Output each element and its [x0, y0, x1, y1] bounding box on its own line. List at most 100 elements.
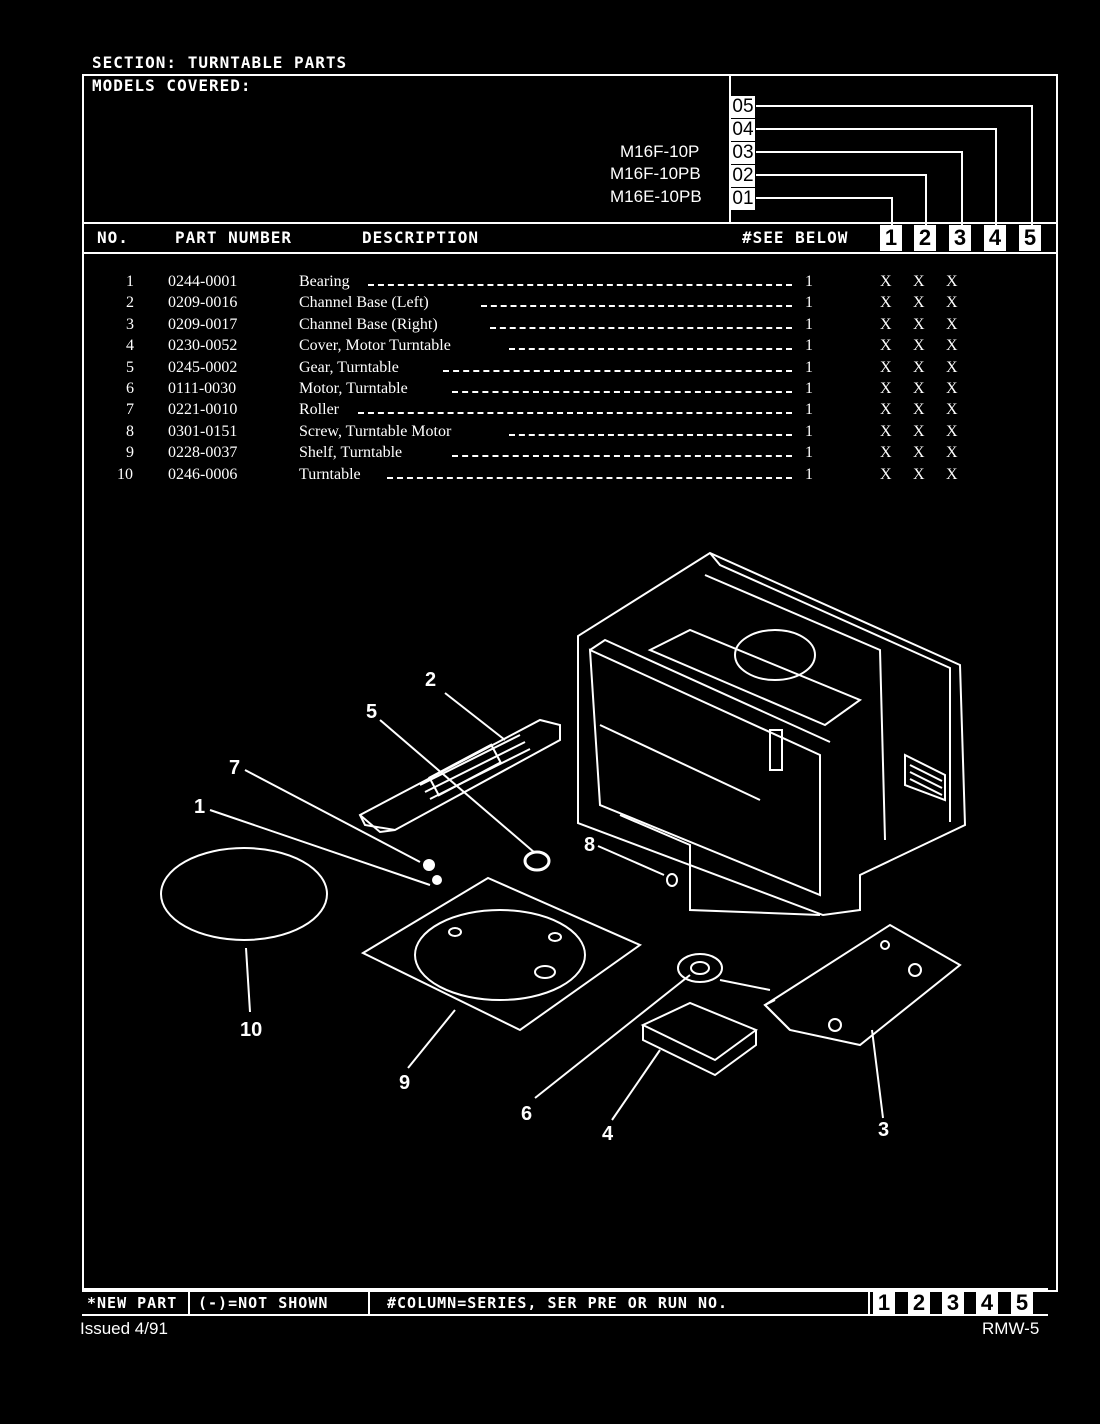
dot-leader [386, 476, 792, 479]
series-mark: X [946, 444, 958, 462]
series-mark: X [913, 444, 925, 462]
series-code: 02 [731, 165, 755, 187]
part-qty: 1 [805, 294, 813, 312]
footer-column-box: 3 [942, 1290, 964, 1316]
part-qty: 1 [805, 444, 813, 462]
footer-top-rule [82, 1288, 1048, 1290]
series-mark: X [946, 273, 958, 290]
turntable-shelf [360, 876, 643, 1032]
column-box: 3 [949, 225, 971, 251]
series-divider [729, 76, 731, 224]
part-qty: 1 [805, 358, 813, 376]
dot-leader [452, 455, 792, 458]
series-mark: X [913, 422, 925, 440]
models-covered-label: MODELS COVERED: [92, 76, 252, 95]
col-header-description: DESCRIPTION [362, 228, 479, 247]
dot-leader [508, 433, 792, 436]
series-mark: X [946, 294, 958, 312]
gear-and-roller [423, 850, 678, 887]
series-mark: X [946, 337, 958, 355]
part-number: 0230-0052 [168, 337, 238, 355]
part-no: 1 [126, 273, 134, 290]
dot-leader [358, 412, 792, 415]
header-top-rule [82, 222, 1056, 224]
footer-not-shown: (-)=NOT SHOWN [198, 1294, 329, 1312]
column-box: 5 [1019, 225, 1041, 251]
series-mark: X [880, 380, 892, 397]
part-number: 0111-0030 [168, 380, 237, 397]
part-no: 10 [117, 465, 133, 483]
part-qty: 1 [805, 315, 813, 333]
part-qty: 1 [805, 465, 813, 483]
turntable-motor [677, 953, 771, 991]
exploded-diagram: 2 5 7 1 8 10 9 6 4 3 [160, 551, 967, 1145]
series-code: 05 [731, 96, 755, 118]
part-no: 4 [126, 337, 134, 355]
footer-new-part: *NEW PART [87, 1294, 178, 1312]
footer-column-box: 2 [908, 1290, 930, 1316]
dot-leader [480, 305, 792, 308]
footer-column-box: 4 [976, 1290, 998, 1316]
column-box: 2 [914, 225, 936, 251]
series-mark: X [880, 401, 892, 419]
series-mark: X [880, 422, 892, 440]
part-description: Bearing [299, 273, 350, 290]
series-mark: X [946, 358, 958, 376]
part-number: 0301-0151 [168, 422, 238, 440]
part-description: Motor, Turntable [299, 380, 408, 397]
series-mark: X [880, 465, 892, 483]
part-number: 0209-0016 [168, 294, 238, 312]
footer-bottom-rule [82, 1314, 1048, 1316]
part-no: 5 [126, 358, 134, 376]
model-name: M16E-10PB [610, 187, 702, 206]
part-qty: 1 [805, 273, 813, 290]
part-qty: 1 [805, 380, 813, 397]
series-mark: X [880, 315, 892, 333]
part-qty: 1 [805, 337, 813, 355]
series-mark: X [946, 380, 958, 397]
channel-base-right [763, 923, 962, 1047]
motor-cover [640, 1001, 759, 1077]
part-no: 7 [126, 401, 134, 419]
part-description: Screw, Turntable Motor [299, 422, 452, 440]
part-no: 9 [126, 444, 134, 462]
part-number: 0245-0002 [168, 358, 238, 376]
part-no: 6 [126, 380, 134, 397]
footer-column-note: #COLUMN=SERIES, SER PRE OR RUN NO. [387, 1294, 729, 1312]
footer-divider [868, 1288, 870, 1316]
dot-leader [452, 391, 792, 393]
part-number: 0228-0037 [168, 444, 238, 462]
part-qty: 1 [805, 422, 813, 440]
callout-label: 5 [366, 701, 377, 723]
series-mark: X [880, 294, 892, 312]
part-number: 0244-0001 [168, 273, 238, 290]
series-code: 03 [731, 142, 755, 164]
series-mark: X [913, 401, 925, 419]
series-mark: X [946, 401, 958, 419]
part-description: Channel Base (Left) [299, 294, 429, 312]
part-no: 2 [126, 294, 134, 312]
part-qty: 1 [805, 401, 813, 419]
turntable-ring [160, 847, 328, 941]
column-box: 1 [880, 225, 902, 251]
dot-leader [490, 326, 792, 329]
series-mark: X [880, 337, 892, 355]
callout-label: 9 [399, 1072, 410, 1094]
series-mark: X [913, 358, 925, 376]
callout-label: 2 [425, 669, 436, 691]
series-mark: X [913, 337, 925, 355]
page-code: RMW-5 [982, 1319, 1040, 1338]
dot-leader [443, 369, 792, 372]
series-mark: X [880, 358, 892, 376]
callout-label: 6 [521, 1103, 532, 1125]
leader-lines [209, 692, 884, 1121]
series-mark: X [913, 465, 925, 483]
part-description: Cover, Motor Turntable [299, 337, 451, 355]
